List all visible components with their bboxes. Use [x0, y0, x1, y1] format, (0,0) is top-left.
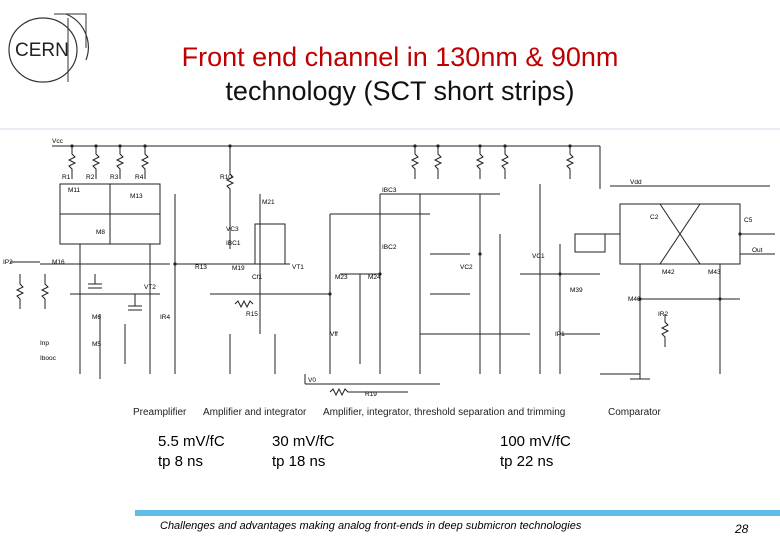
spec-preamp-tp: tp 8 ns [158, 453, 204, 470]
r2-label: R2 [86, 174, 95, 181]
section-label-amplifier-integrator: Amplifier and integrator [203, 407, 307, 418]
circuit-schematic: Vcc Vdd V0 Out Inp Ibooc R1 R2 R3 R4 R10… [3, 138, 775, 398]
vc2-label: IBC1 [226, 240, 241, 247]
footer-bar [135, 510, 780, 516]
m16-label: M21 [262, 199, 275, 206]
inp-label: Inp [40, 340, 49, 347]
header-divider [0, 128, 780, 130]
vt1-label: VC1 [532, 253, 545, 260]
out-label: Out [752, 247, 763, 254]
m44-label: C2 [650, 214, 659, 221]
page-number: 28 [735, 522, 749, 536]
m2-label: M6 [92, 314, 101, 321]
r15-label: R19 [365, 391, 377, 398]
spec-preamp-gain: 5.5 mV/fC [158, 433, 225, 450]
vdd-label: Vdd [630, 179, 642, 186]
logo-text: CERN [15, 40, 69, 61]
m14-label: M19 [232, 265, 245, 272]
m20-label: M24 [368, 274, 381, 281]
r3-label: R3 [110, 174, 119, 181]
c3-label: Cf1 [252, 274, 263, 281]
m9-label: M13 [130, 193, 143, 200]
vff-label: IR4 [160, 314, 171, 321]
spec-integrator-tp: tp 18 ns [272, 453, 326, 470]
m34-label: M39 [570, 287, 583, 294]
ibooc-label: Ibooc [40, 355, 57, 362]
slide-subtitle: technology (SCT short strips) [225, 76, 575, 106]
cern-logo-icon: CERN [8, 13, 89, 83]
bc2-label: Vff [330, 331, 338, 338]
c4-label: VT1 [292, 264, 304, 271]
m38-label: M43 [708, 269, 721, 276]
m19-label: M23 [335, 274, 348, 281]
r11-label: R15 [246, 311, 258, 318]
m4-label: M8 [96, 229, 105, 236]
ir1-label: IP2 [3, 259, 13, 266]
vc3-label: IBC2 [382, 244, 397, 251]
r1-label: R1 [62, 174, 71, 181]
slide-title: Front end channel in 130nm & 90nm [181, 42, 619, 72]
spec-preamp: 5.5 mV/fC tp 8 ns [158, 432, 225, 472]
vc1-label: VC3 [226, 226, 239, 233]
spec-threshold-gain: 100 mV/fC [500, 433, 571, 450]
r4-label: R4 [135, 174, 144, 181]
cf1-label: VT2 [144, 284, 156, 291]
vt2-label: VC2 [460, 264, 473, 271]
m37-label: M42 [662, 269, 675, 276]
ibc4-label: IR2 [658, 311, 669, 318]
m41-label: M46 [628, 296, 641, 303]
spec-threshold-tp: tp 22 ns [500, 453, 554, 470]
ibc3-label: IP1 [555, 331, 565, 338]
section-label-comparator: Comparator [608, 407, 661, 418]
vcc-label: Vcc [52, 138, 64, 145]
m1-label: M5 [92, 341, 101, 348]
m12-label: M16 [52, 259, 65, 266]
section-label-preamplifier: Preamplifier [133, 407, 187, 418]
ibc1-label: IBC3 [382, 187, 397, 194]
cern-logo: CERN [6, 8, 90, 86]
r10-label: R10 [220, 174, 232, 181]
m7-label: M11 [68, 187, 81, 194]
r9-label: R13 [195, 264, 207, 271]
footer-text: Challenges and advantages making analog … [160, 520, 582, 532]
spec-integrator-gain: 30 mV/fC [272, 433, 335, 450]
m47-label: C5 [744, 217, 753, 224]
spec-integrator: 30 mV/fC tp 18 ns [272, 432, 335, 472]
section-label-threshold-trimming: Amplifier, integrator, threshold separat… [323, 407, 566, 418]
spec-threshold: 100 mV/fC tp 22 ns [500, 432, 571, 472]
v0-label: V0 [308, 377, 316, 384]
